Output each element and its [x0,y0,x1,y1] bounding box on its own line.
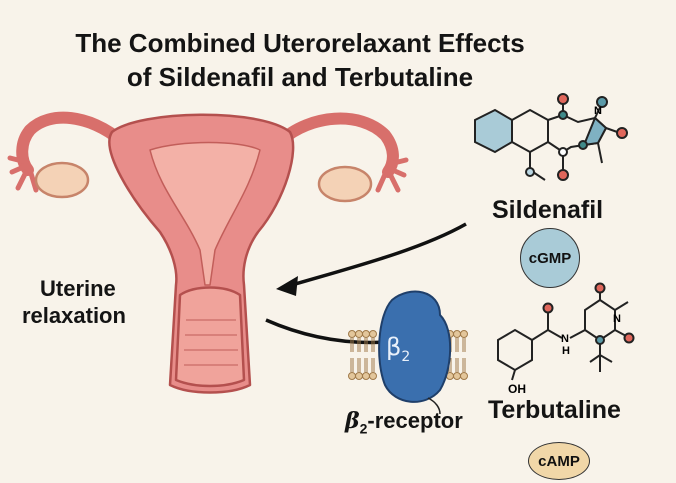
sildenafil-structure [474,93,628,181]
lipid-head [348,330,356,338]
oxygen-atom [557,93,569,105]
atom-n-label: N [561,333,569,345]
lipid-bilayer [348,330,468,380]
terbutaline-pathway-line [265,318,389,345]
sildenafil-substituents [529,127,621,181]
sildenafil-ring [474,108,513,154]
receptor-tail [427,397,441,415]
lipid-head [453,372,461,380]
title-line-2: of Sildenafil and Terbutaline [126,62,474,92]
atom-h-label: H [562,345,570,357]
beta-symbol: β [386,333,402,361]
receptor-symbol-on-shape: β2 [386,333,410,365]
atom-n-label: N [613,313,621,325]
terbutaline-label: Terbutaline [488,396,621,424]
lipid-tail [455,338,459,352]
terbutaline-bonds [511,290,629,381]
lipid-tail [371,358,375,372]
lipid-head [369,330,377,338]
left-ovary [34,161,90,199]
lipid-head [362,372,370,380]
camp-badge: cAMP [528,442,590,480]
oxygen-atom [542,302,554,314]
lipid-tail [371,338,375,352]
receptor-subscript: 2 [359,420,368,437]
lipid-head [355,372,363,380]
lipid-tail [462,358,466,372]
lipid-head [348,372,356,380]
left-fallopian-tube [16,111,126,176]
beta-subscript: 2 [401,348,411,365]
terbutaline-structure [497,282,635,381]
lipid-tail [357,338,361,352]
lipid-head [460,372,468,380]
effect-label-line-2: relaxation [22,303,126,328]
cervix-ridges [184,319,238,366]
left-fimbriae [7,155,39,193]
cgmp-badge: cGMP [520,228,580,288]
oxygen-atom [623,332,635,344]
lipid-head [369,372,377,380]
nitrogen-atom [596,96,608,108]
receptor-symbol: β [345,408,360,434]
methoxy-oxygen-atom [525,167,535,177]
uterus-illustration [7,111,409,394]
carbon-atom [558,110,568,120]
right-ovary [317,165,373,203]
carbon-atom [578,140,588,150]
receptor-label: β2-receptor [345,408,463,436]
uterine-cavity [149,141,261,286]
hydroxyl-label: OH [508,382,526,396]
oxygen-atom [594,282,606,294]
cervix [174,286,246,388]
title-line-1: The Combined Uterorelaxant Effects [75,28,525,58]
lipid-tail [455,358,459,372]
effect-label-line-1: Uterine [40,276,116,301]
sildenafil-arrow [291,222,467,287]
carbon-atom [558,147,568,157]
lipid-head [355,330,363,338]
lipid-head [362,330,370,338]
cell-membrane [348,330,468,380]
sildenafil-ring [511,108,549,154]
sildenafil-pyrazole-ring [582,116,608,147]
lipid-head [453,330,461,338]
receptor-suffix: -receptor [367,408,463,433]
lipid-head [460,330,468,338]
oxygen-atom [557,169,569,181]
atom-n-label: N [594,105,602,117]
arrowhead-icon [276,276,298,296]
lipid-tail [462,338,466,352]
right-fimbriae [375,157,409,193]
lipid-tail [364,338,368,352]
carbon-atom [595,335,605,345]
lipid-tail [350,338,354,352]
lipid-tail [357,358,361,372]
lipid-tail [350,358,354,372]
lipid-tail [364,358,368,372]
sildenafil-label: Sildenafil [492,196,604,224]
terbutaline-benzene-ring [497,328,533,372]
beta2-receptor-shape [378,290,452,403]
right-fallopian-tube [276,112,399,178]
oxygen-atom [616,127,628,139]
